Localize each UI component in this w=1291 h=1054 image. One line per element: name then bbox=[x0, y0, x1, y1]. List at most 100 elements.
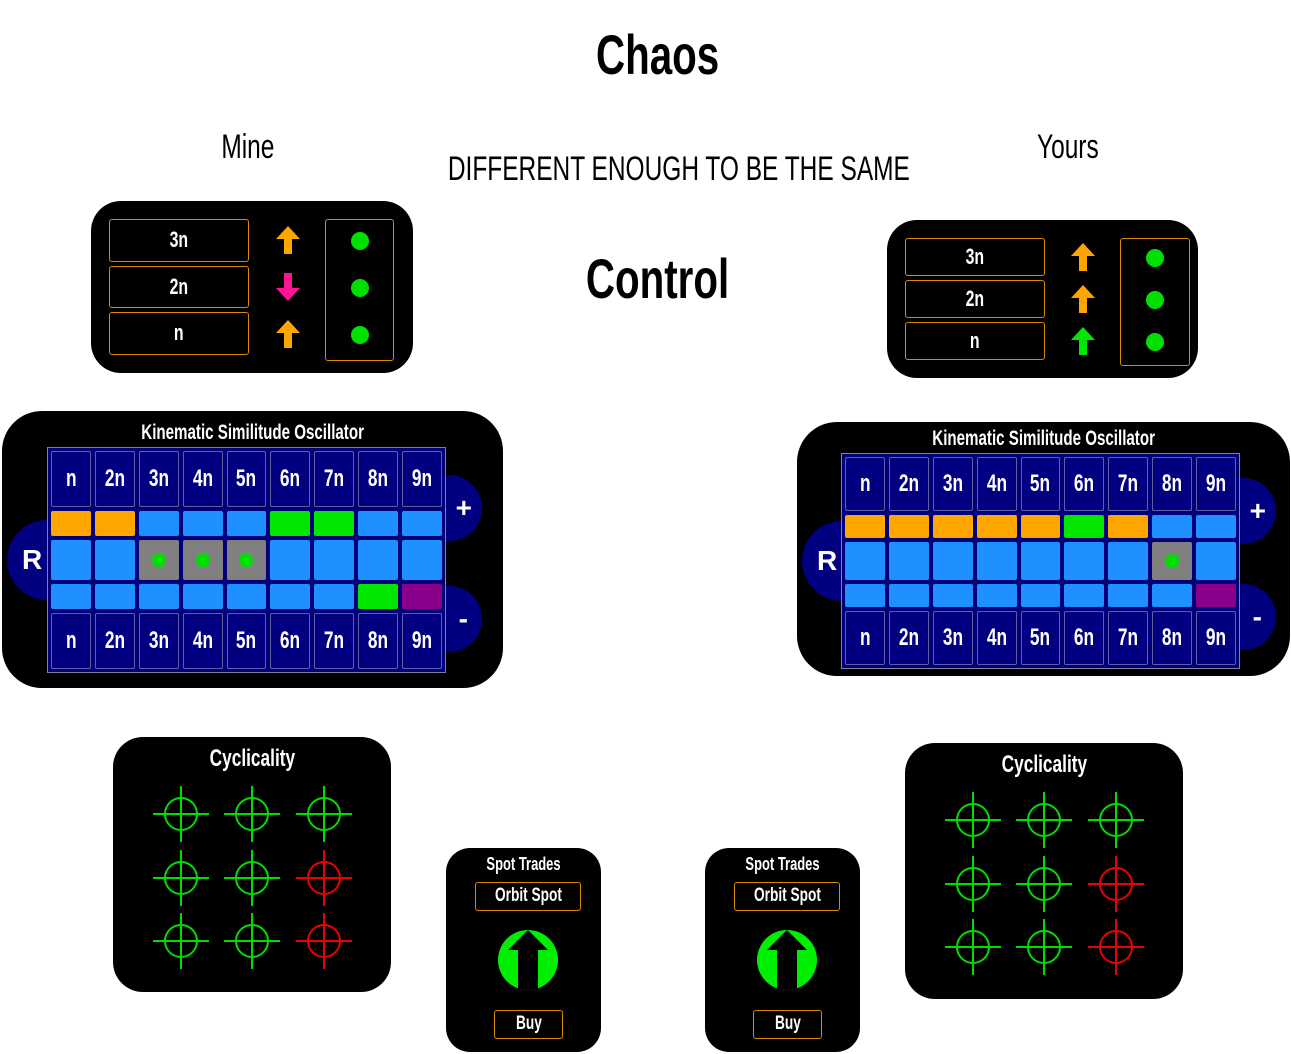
oscillator-cell-blue[interactable] bbox=[976, 583, 1017, 608]
top-label-5n[interactable]: 5n bbox=[226, 451, 267, 507]
bottom-label-8n[interactable]: 8n bbox=[358, 613, 399, 669]
top-label-7n[interactable]: 7n bbox=[314, 451, 355, 507]
oscillator-cell-blue[interactable] bbox=[402, 510, 442, 537]
oscillator-cell-orange[interactable] bbox=[845, 514, 885, 539]
oscillator-cell-orange[interactable] bbox=[888, 514, 929, 539]
oscillator-cell-blue[interactable] bbox=[1108, 542, 1149, 580]
bottom-label-5n[interactable]: 5n bbox=[1020, 611, 1061, 665]
oscillator-cell-blue[interactable] bbox=[845, 542, 885, 580]
oscillator-cell-blue[interactable] bbox=[1064, 542, 1105, 580]
top-label-6n[interactable]: 6n bbox=[270, 451, 311, 507]
oscillator-cell-blue[interactable] bbox=[888, 583, 929, 608]
bottom-label-3n[interactable]: 3n bbox=[932, 611, 973, 665]
oscillator-cell-orange[interactable] bbox=[1108, 514, 1149, 539]
oscillator-cell-green[interactable] bbox=[270, 510, 311, 537]
oscillator-cell-gray-dot[interactable] bbox=[138, 540, 179, 580]
oscillator-cell-blue[interactable] bbox=[888, 542, 929, 580]
top-label-6n[interactable]: 6n bbox=[1064, 457, 1105, 511]
bottom-label-4n[interactable]: 4n bbox=[182, 613, 223, 669]
oscillator-cell-gray-dot[interactable] bbox=[182, 540, 223, 580]
bottom-label-n[interactable]: n bbox=[845, 611, 885, 665]
oscillator-cell-blue[interactable] bbox=[270, 540, 311, 580]
top-label-3n[interactable]: 3n bbox=[932, 457, 973, 511]
oscillator-cell-blue[interactable] bbox=[358, 540, 399, 580]
top-label-7n[interactable]: 7n bbox=[1108, 457, 1149, 511]
oscillator-cell-blue[interactable] bbox=[1152, 583, 1193, 608]
bottom-label-4n[interactable]: 4n bbox=[976, 611, 1017, 665]
oscillator-cell-green[interactable] bbox=[358, 583, 399, 610]
oscillator-cell-green[interactable] bbox=[1064, 514, 1105, 539]
harmonic-label: 9n bbox=[1205, 624, 1227, 652]
bottom-label-5n[interactable]: 5n bbox=[226, 613, 267, 669]
top-label-2n[interactable]: 2n bbox=[888, 457, 929, 511]
bottom-label-2n[interactable]: 2n bbox=[888, 611, 929, 665]
bottom-label-2n[interactable]: 2n bbox=[94, 613, 135, 669]
top-label-2n[interactable]: 2n bbox=[94, 451, 135, 507]
oscillator-cell-blue[interactable] bbox=[138, 583, 179, 610]
oscillator-cell-blue[interactable] bbox=[182, 583, 223, 610]
orbit-spot-selector[interactable]: Orbit Spot bbox=[734, 882, 840, 911]
bottom-label-3n[interactable]: 3n bbox=[138, 613, 179, 669]
top-label-8n[interactable]: 8n bbox=[358, 451, 399, 507]
oscillator-cell-purple[interactable] bbox=[1196, 583, 1236, 608]
oscillator-cell-blue[interactable] bbox=[182, 510, 223, 537]
oscillator-cell-gray-dot[interactable] bbox=[1152, 542, 1193, 580]
oscillator-cell-blue[interactable] bbox=[226, 510, 267, 537]
harmonic-label: 2n bbox=[169, 273, 189, 299]
oscillator-cell-blue[interactable] bbox=[402, 540, 442, 580]
up-arrow-circle-icon[interactable] bbox=[498, 930, 558, 990]
bottom-label-8n[interactable]: 8n bbox=[1152, 611, 1193, 665]
oscillator-cell-blue[interactable] bbox=[845, 583, 885, 608]
top-label-3n[interactable]: 3n bbox=[138, 451, 179, 507]
oscillator-cell-blue[interactable] bbox=[94, 583, 135, 610]
oscillator-cell-blue[interactable] bbox=[358, 510, 399, 537]
bottom-label-7n[interactable]: 7n bbox=[1108, 611, 1149, 665]
oscillator-cell-blue[interactable] bbox=[932, 542, 973, 580]
oscillator-cell-blue[interactable] bbox=[976, 542, 1017, 580]
bottom-label-n[interactable]: n bbox=[51, 613, 91, 669]
oscillator-cell-orange[interactable] bbox=[1020, 514, 1061, 539]
oscillator-cell-blue[interactable] bbox=[1196, 542, 1236, 580]
bottom-label-9n[interactable]: 9n bbox=[402, 613, 442, 669]
orbit-spot-selector[interactable]: Orbit Spot bbox=[475, 882, 581, 911]
top-label-4n[interactable]: 4n bbox=[182, 451, 223, 507]
top-label-4n[interactable]: 4n bbox=[976, 457, 1017, 511]
oscillator-cell-blue[interactable] bbox=[1196, 514, 1236, 539]
up-arrow-circle-icon[interactable] bbox=[757, 930, 817, 990]
oscillator-cell-blue[interactable] bbox=[1152, 514, 1193, 539]
oscillator-cell-blue[interactable] bbox=[270, 583, 311, 610]
oscillator-cell-orange[interactable] bbox=[94, 510, 135, 537]
bottom-label-7n[interactable]: 7n bbox=[314, 613, 355, 669]
oscillator-cell-blue[interactable] bbox=[226, 583, 267, 610]
oscillator-cell-blue[interactable] bbox=[1020, 583, 1061, 608]
oscillator-cell-orange[interactable] bbox=[932, 514, 973, 539]
top-label-n[interactable]: n bbox=[51, 451, 91, 507]
top-label-9n[interactable]: 9n bbox=[402, 451, 442, 507]
top-label-5n[interactable]: 5n bbox=[1020, 457, 1061, 511]
oscillator-cell-blue[interactable] bbox=[932, 583, 973, 608]
bottom-label-6n[interactable]: 6n bbox=[1064, 611, 1105, 665]
oscillator-cell-blue[interactable] bbox=[314, 540, 355, 580]
oscillator-cell-blue[interactable] bbox=[314, 583, 355, 610]
oscillator-cell-blue[interactable] bbox=[51, 540, 91, 580]
oscillator-cell-blue[interactable] bbox=[1020, 542, 1061, 580]
oscillator-cell-blue[interactable] bbox=[94, 540, 135, 580]
top-label-n[interactable]: n bbox=[845, 457, 885, 511]
oscillator-cell-green[interactable] bbox=[314, 510, 355, 537]
harmonic-label: 3n bbox=[169, 227, 189, 252]
oscillator-cell-blue[interactable] bbox=[51, 583, 91, 610]
buy-button[interactable]: Buy bbox=[494, 1010, 563, 1039]
bottom-label-6n[interactable]: 6n bbox=[270, 613, 311, 669]
oscillator-cell-blue[interactable] bbox=[1064, 583, 1105, 608]
oscillator-cell-orange[interactable] bbox=[51, 510, 91, 537]
oscillator-cell-blue[interactable] bbox=[138, 510, 179, 537]
oscillator-cell-orange[interactable] bbox=[976, 514, 1017, 539]
top-label-9n[interactable]: 9n bbox=[1196, 457, 1236, 511]
top-label-8n[interactable]: 8n bbox=[1152, 457, 1193, 511]
bottom-label-9n[interactable]: 9n bbox=[1196, 611, 1236, 665]
oscillator-cell-purple[interactable] bbox=[402, 583, 442, 610]
oscillator-cell-blue[interactable] bbox=[1108, 583, 1149, 608]
oscillator-cell-gray-dot[interactable] bbox=[226, 540, 267, 580]
buy-button[interactable]: Buy bbox=[753, 1010, 822, 1039]
